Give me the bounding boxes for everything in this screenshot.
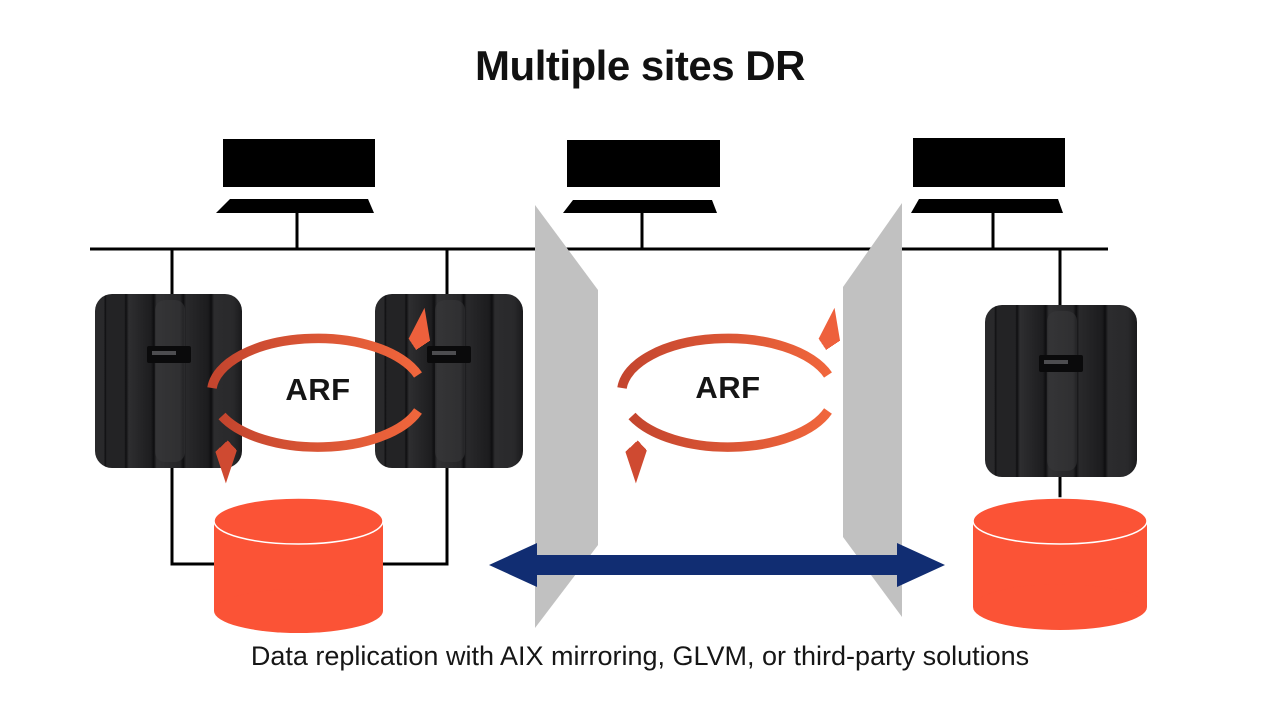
laptop1-screen <box>223 139 375 187</box>
arf-label-middle: ARF <box>695 370 761 405</box>
laptop3-screen <box>913 138 1065 187</box>
laptop-icon <box>563 140 720 213</box>
caption-text: Data replication with AIX mirroring, GLV… <box>250 641 1030 671</box>
page-title: Multiple sites DR <box>475 42 805 89</box>
arf-label-left: ARF <box>285 372 351 407</box>
laptop3-base <box>911 199 1063 213</box>
database-cylinder-icon <box>972 497 1148 630</box>
network-lines <box>90 213 1108 566</box>
server-tower-icon <box>375 294 523 468</box>
laptop2-base <box>563 200 717 213</box>
laptop2-screen <box>567 140 720 187</box>
server-tower-icon <box>95 294 242 468</box>
server-tower-icon <box>985 305 1137 477</box>
wall-panel-icon <box>843 203 902 617</box>
double-headed-arrow-icon <box>489 543 945 587</box>
wall-panel-icon <box>535 205 598 628</box>
site-boundaries <box>535 203 902 628</box>
server1-storage-line <box>170 468 214 566</box>
laptop-icon <box>911 138 1065 213</box>
laptop1-base <box>216 199 374 213</box>
database-cylinder-icon <box>213 497 384 633</box>
client-laptops <box>216 138 1065 213</box>
storage-databases <box>213 497 1148 633</box>
server2-storage-line <box>383 468 449 566</box>
laptop-icon <box>216 139 375 213</box>
